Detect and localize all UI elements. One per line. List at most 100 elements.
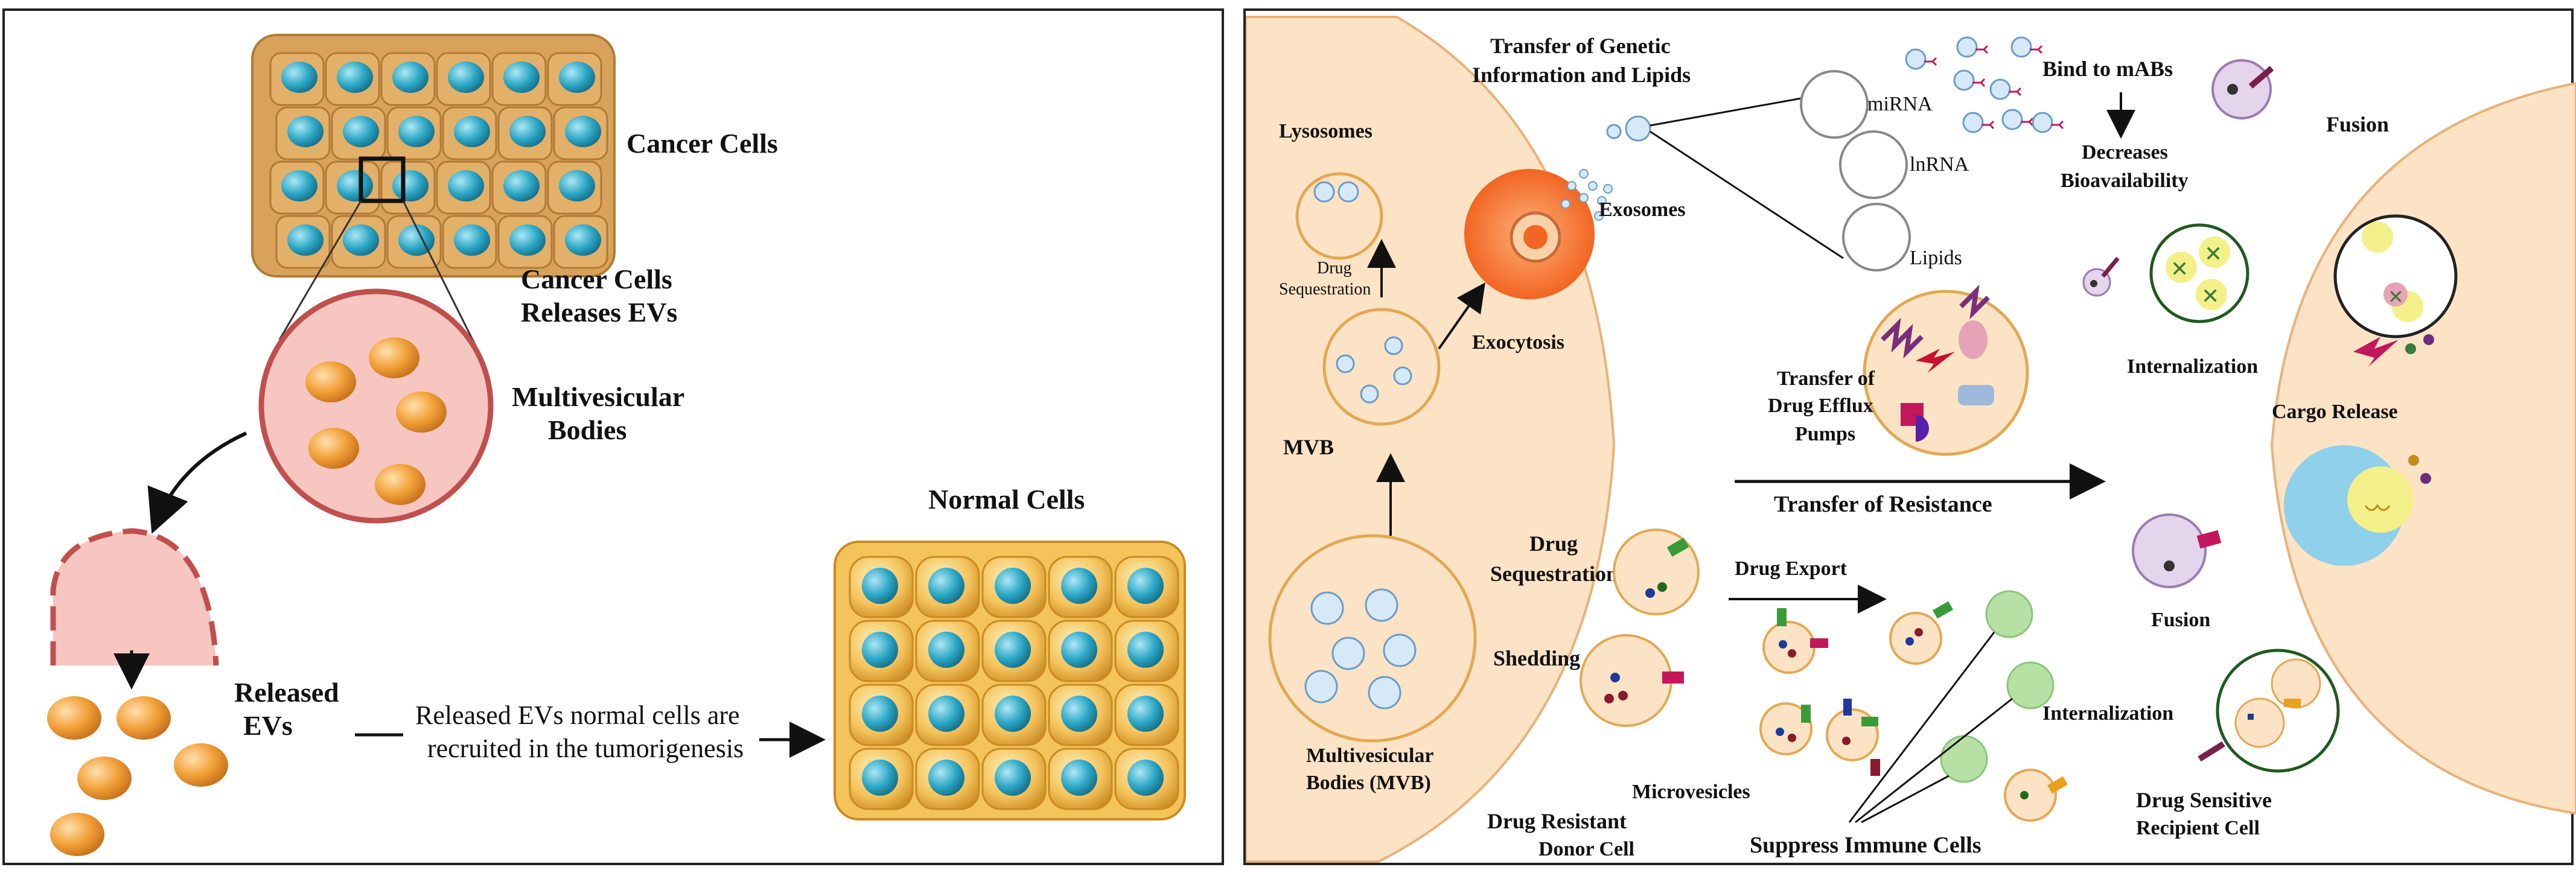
cancer-cell	[386, 215, 442, 269]
cancer-cell	[497, 215, 553, 269]
normal-cell	[915, 684, 980, 746]
ruptured-vesicle	[50, 528, 219, 666]
cargo-vesicle	[2333, 214, 2458, 338]
label-mvb-2: Bodies	[548, 414, 626, 445]
label-releases-2: Releases EVs	[521, 297, 677, 328]
exosome-particle	[1579, 169, 1589, 179]
normal-cell	[1048, 748, 1113, 810]
cancer-cell	[491, 160, 547, 215]
normal-cell	[849, 748, 914, 810]
left-diagram: Cancer Cells Cancer Cells Releases EVs M…	[47, 34, 1186, 856]
label-drug-seq-small-2: Sequestration	[1279, 280, 1371, 299]
cancer-cell	[275, 215, 331, 269]
normal-cell	[981, 556, 1047, 618]
right-panel: Lysosomes Drug Sequestration MVB Exocyto…	[1243, 8, 2576, 865]
exosome-particle	[1603, 184, 1613, 194]
budding-vesicle-2	[1580, 634, 1672, 727]
arrow-to-release	[147, 431, 247, 534]
cancer-cell	[491, 52, 547, 106]
mab-vesicle	[1956, 36, 1989, 58]
mvb-small	[1322, 308, 1441, 426]
lnrna-vesicle	[1839, 130, 1908, 199]
svg-text:✕: ✕	[2201, 284, 2219, 309]
label-exosomes: Exosomes	[1599, 198, 1686, 221]
label-internalization-bottom: Internalization	[2042, 702, 2173, 725]
label-recipient-1: Drug Sensitive	[2136, 788, 2272, 812]
mab-vesicle	[1962, 112, 1995, 133]
label-lipids: Lipids	[1910, 247, 1962, 269]
label-microvesicles: Microvesicles	[1632, 781, 1750, 803]
cancer-cell-cluster	[251, 34, 616, 278]
released-evs	[47, 696, 228, 856]
cancer-cell	[497, 106, 553, 160]
label-decreases-1: Decreases	[2082, 141, 2168, 163]
normal-cell	[981, 620, 1047, 682]
label-mvb: MVB	[1283, 435, 1334, 459]
cancer-cell	[331, 215, 386, 269]
label-lnrna: lnRNA	[1910, 153, 1969, 176]
cancer-cell	[553, 106, 608, 160]
normal-cell	[981, 748, 1047, 810]
label-normal-cells: Normal Cells	[928, 484, 1085, 515]
cancer-cell	[442, 106, 497, 160]
exosome-top	[1625, 115, 1651, 142]
label-donor-1: Drug Resistant	[1487, 809, 1627, 833]
normal-cell-cluster	[834, 541, 1186, 821]
normal-cell	[849, 620, 914, 682]
label-released-1: Released	[234, 677, 339, 708]
normal-cell	[1048, 620, 1113, 682]
cancer-cell	[380, 160, 436, 215]
label-lysosomes: Lysosomes	[1279, 120, 1372, 142]
label-cancer-cells: Cancer Cells	[626, 128, 778, 159]
label-cargo-release: Cargo Release	[2272, 401, 2398, 423]
normal-cell	[1048, 684, 1113, 746]
mab-vesicle	[1905, 48, 1937, 70]
label-fusion-mid: Fusion	[2151, 609, 2210, 631]
multivesicular-body	[258, 288, 494, 524]
label-drug-export: Drug Export	[1735, 557, 1848, 580]
cancer-cell	[269, 52, 325, 106]
left-panel: Cancer Cells Cancer Cells Releases EVs M…	[2, 8, 1224, 865]
exosome-particle	[1594, 211, 1604, 221]
label-recruit-2: recruited in the tumorigenesis	[427, 734, 744, 763]
normal-cell	[915, 556, 980, 618]
cancer-cell	[325, 160, 380, 215]
immune-cells	[1848, 590, 2055, 824]
label-donor-2: Donor Cell	[1538, 838, 1634, 860]
cancer-cell	[547, 160, 602, 215]
normal-cell	[981, 684, 1047, 746]
lipid-vesicle	[1842, 203, 1911, 271]
label-shedding: Shedding	[1493, 646, 1580, 670]
exosome-particle	[1588, 181, 1598, 191]
fusion-vesicle-mid	[2132, 513, 2207, 588]
cancer-cell	[331, 106, 386, 160]
svg-text:✕: ✕	[2388, 285, 2404, 308]
mab-vesicle	[1953, 69, 1986, 91]
exosome-particle	[1567, 181, 1577, 191]
fusion-vesicle-top	[2211, 59, 2272, 119]
microvesicles	[1759, 601, 1953, 776]
normal-cell	[849, 684, 914, 746]
label-drug-seq-small-1: Drug	[1317, 259, 1352, 278]
label-exocytosis: Exocytosis	[1472, 331, 1564, 354]
label-mvb-full-2: Bodies (MVB)	[1306, 772, 1431, 794]
label-efflux-3: Pumps	[1795, 423, 1855, 445]
normal-cell	[849, 556, 914, 618]
normal-cell	[915, 748, 980, 810]
label-drug-seq-2: Sequestration	[1490, 562, 1618, 586]
multivesicular-body-large	[1268, 534, 1477, 743]
efflux-pump-vesicle	[1863, 284, 2029, 456]
cancer-cell	[436, 160, 491, 215]
label-suppress: Suppress Immune Cells	[1750, 833, 1981, 858]
zoom-box	[359, 156, 406, 203]
mirna-vesicle	[1800, 70, 1869, 139]
normal-cell	[1114, 556, 1179, 618]
label-internalization-top: Internalization	[2127, 355, 2258, 378]
label-mirna: miRNA	[1867, 93, 1933, 115]
mab-vesicle	[2001, 109, 2034, 130]
svg-text:✕: ✕	[2204, 242, 2222, 267]
normal-cell	[1114, 684, 1179, 746]
label-bind-mabs: Bind to mABs	[2042, 57, 2173, 81]
cancer-cell	[380, 52, 436, 106]
cancer-cell	[269, 160, 325, 215]
